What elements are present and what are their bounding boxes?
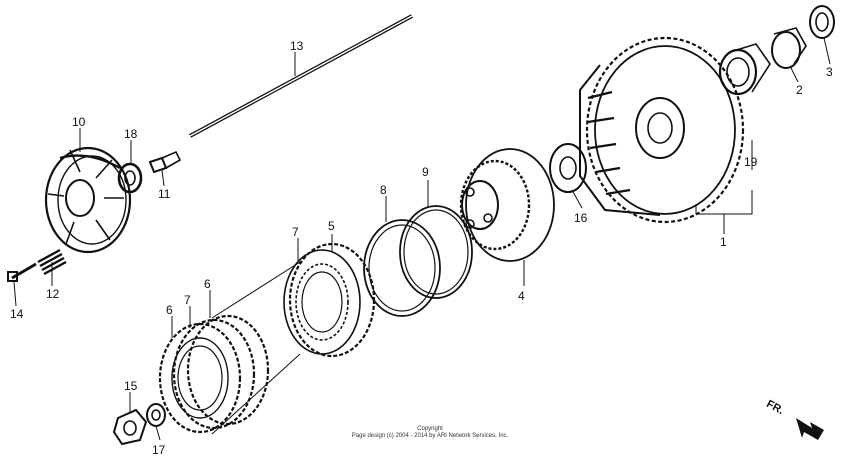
clutch-plates-lower [158,261,301,435]
callout-7-lower: 7 [184,293,191,307]
needle-bearing [718,43,771,96]
callout-16: 16 [574,211,588,225]
callout-1: 1 [720,235,727,249]
thrust-washer-right [809,5,835,39]
clutch-outer-housing [579,36,745,224]
callout-8: 8 [380,183,387,197]
callout-13: 13 [290,39,304,53]
callout-4: 4 [518,289,525,303]
push-rod [189,14,413,138]
copyright-line-1: Copyright [417,426,443,432]
callout-17: 17 [152,443,166,457]
clutch-plates-upper [283,242,376,358]
callout-9: 9 [422,165,429,179]
front-direction-indicator: FR. [764,398,830,442]
callout-18: 18 [124,127,138,141]
lifter-bolt [148,150,182,174]
copyright-notice: Copyright Page design (c) 2004 - 2014 by… [300,426,560,440]
release-bearing [117,162,143,194]
callout-19: 19 [744,155,758,169]
callout-14: 14 [10,307,24,321]
callout-6-upper: 6 [204,277,211,291]
callout-15: 15 [124,379,138,393]
judder-spring [399,205,473,299]
front-direction-arrow-icon [796,418,824,440]
lock-washer [146,403,166,427]
callout-3: 3 [826,65,833,79]
callout-2: 2 [796,83,803,97]
clutch-spring [37,248,67,276]
spring-bolt [7,262,37,282]
callout-7-upper: 7 [292,225,299,239]
callout-10: 10 [72,115,86,129]
thrust-washer [549,143,587,193]
callout-5: 5 [328,219,335,233]
lifter-plate [44,146,132,254]
callout-12: 12 [46,287,60,301]
leader-lines [13,37,831,441]
lock-nut [112,408,148,446]
outer-spacer [771,27,807,69]
spring-seat [363,219,441,317]
callout-6-lower: 6 [166,303,173,317]
callout-11: 11 [158,187,171,201]
clutch-center [459,148,555,262]
copyright-line-2: Page design (c) 2004 - 2014 by ARI Netwo… [351,433,509,439]
